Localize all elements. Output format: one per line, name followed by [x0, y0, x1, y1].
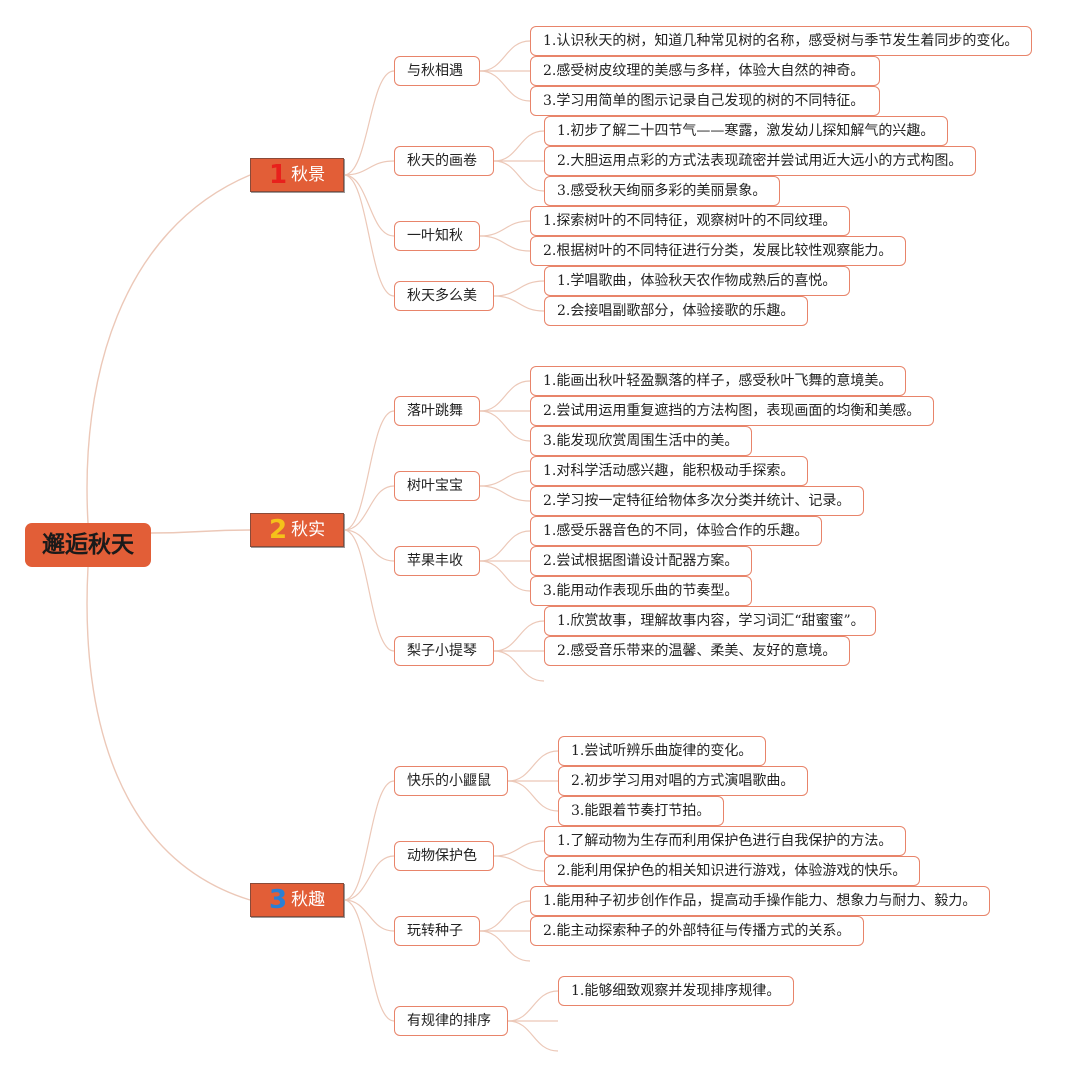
connector-line [343, 529, 395, 652]
subtopic-box[interactable]: 一叶知秋 [394, 221, 480, 251]
detail-item[interactable]: 1.能画出秋叶轻盈飘落的样子，感受秋叶飞舞的意境美。 [530, 366, 906, 396]
connector-line [507, 990, 559, 1022]
root-topic-邂逅秋天[interactable]: 邂逅秋天 [25, 523, 151, 567]
connector-line [493, 130, 545, 162]
connector-line [86, 174, 251, 524]
connector-line [493, 650, 545, 682]
topic-number: 2 [269, 515, 288, 545]
detail-item[interactable]: 2.大胆运用点彩的方式法表现疏密并尝试用近大远小的方式构图。 [544, 146, 976, 176]
detail-item[interactable]: 2.能利用保护色的相关知识进行游戏，体验游戏的快乐。 [544, 856, 920, 886]
detail-item[interactable]: 3.能用动作表现乐曲的节奏型。 [530, 576, 752, 606]
subtopic-box[interactable]: 秋天多么美 [394, 281, 494, 311]
detail-item[interactable]: 1.认识秋天的树，知道几种常见树的名称，感受树与季节发生着同步的变化。 [530, 26, 1032, 56]
connector-line [479, 220, 531, 237]
connector-line [493, 840, 545, 857]
connector-line [343, 174, 395, 297]
detail-item[interactable]: 1.尝试听辨乐曲旋律的变化。 [558, 736, 766, 766]
connector-line [343, 70, 395, 176]
connector-line [150, 529, 251, 534]
topic-number: 1 [269, 160, 288, 190]
detail-item[interactable]: 2.根据树叶的不同特征进行分类，发展比较性观察能力。 [530, 236, 906, 266]
detail-item[interactable]: 2.尝试用运用重复遮挡的方法构图，表现画面的均衡和美感。 [530, 396, 934, 426]
connector-line [507, 750, 559, 782]
connector-line [343, 485, 395, 531]
connector-line [479, 470, 531, 487]
subtopic-box[interactable]: 与秋相遇 [394, 56, 480, 86]
connector-line [343, 410, 395, 531]
connector-line [343, 529, 395, 562]
detail-item[interactable]: 1.感受乐器音色的不同，体验合作的乐趣。 [530, 516, 822, 546]
connector-line [493, 295, 545, 312]
detail-item[interactable]: 2.初步学习用对唱的方式演唱歌曲。 [558, 766, 808, 796]
connector-line [493, 160, 545, 192]
detail-item[interactable]: 1.了解动物为生存而利用保护色进行自我保护的方法。 [544, 826, 906, 856]
connector-line [493, 620, 545, 652]
detail-item[interactable]: 3.学习用简单的图示记录自己发现的树的不同特征。 [530, 86, 880, 116]
detail-item[interactable]: 2.学习按一定特征给物体多次分类并统计、记录。 [530, 486, 864, 516]
connector-line [86, 566, 251, 901]
connector-line [479, 40, 531, 72]
detail-item[interactable]: 2.感受树皮纹理的美感与多样，体验大自然的神奇。 [530, 56, 880, 86]
connector-line [493, 855, 545, 872]
subtopic-box[interactable]: 有规律的排序 [394, 1006, 508, 1036]
connector-line [479, 235, 531, 252]
detail-item[interactable]: 1.对科学活动感兴趣，能积极动手探索。 [530, 456, 808, 486]
detail-item[interactable]: 3.能跟着节奏打节拍。 [558, 796, 724, 826]
detail-item[interactable]: 1.能够细致观察并发现排序规律。 [558, 976, 794, 1006]
detail-item[interactable]: 1.学唱歌曲，体验秋天农作物成熟后的喜悦。 [544, 266, 850, 296]
connector-line [479, 900, 531, 932]
connector-line [493, 280, 545, 297]
subtopic-box[interactable]: 树叶宝宝 [394, 471, 480, 501]
detail-item[interactable]: 2.能主动探索种子的外部特征与传播方式的关系。 [530, 916, 864, 946]
detail-item[interactable]: 1.能用种子初步创作作品，提高动手操作能力、想象力与耐力、毅力。 [530, 886, 990, 916]
subtopic-box[interactable]: 秋天的画卷 [394, 146, 494, 176]
detail-item[interactable]: 2.尝试根据图谱设计配器方案。 [530, 546, 752, 576]
connector-line [479, 380, 531, 412]
connector-line [343, 899, 395, 932]
subtopic-box[interactable]: 玩转种子 [394, 916, 480, 946]
detail-item[interactable]: 1.初步了解二十四节气——寒露，激发幼儿探知解气的兴趣。 [544, 116, 948, 146]
topic-label: 秋景 [291, 165, 326, 185]
connector-line [479, 930, 531, 962]
connector-line [479, 70, 531, 102]
topic-label: 秋趣 [291, 890, 326, 910]
connector-line [507, 780, 559, 812]
subtopic-box[interactable]: 梨子小提琴 [394, 636, 494, 666]
topic-label: 秋实 [291, 520, 326, 540]
connector-line [343, 160, 395, 176]
topic-number: 3 [269, 885, 288, 915]
connector-line [343, 780, 395, 901]
connector-line [479, 560, 531, 592]
detail-item[interactable]: 3.感受秋天绚丽多彩的美丽景象。 [544, 176, 780, 206]
subtopic-box[interactable]: 快乐的小鼴鼠 [394, 766, 508, 796]
detail-item[interactable]: 1.欣赏故事，理解故事内容，学习词汇“甜蜜蜜”。 [544, 606, 876, 636]
connector-line [343, 174, 395, 237]
detail-item[interactable]: 1.探索树叶的不同特征，观察树叶的不同纹理。 [530, 206, 850, 236]
subtopic-box[interactable]: 苹果丰收 [394, 546, 480, 576]
subtopic-box[interactable]: 落叶跳舞 [394, 396, 480, 426]
subtopic-box[interactable]: 动物保护色 [394, 841, 494, 871]
detail-item[interactable]: 3.能发现欣赏周围生活中的美。 [530, 426, 752, 456]
connector-line [343, 855, 395, 901]
connector-line [343, 899, 395, 1022]
connector-line [479, 530, 531, 562]
detail-item[interactable]: 2.感受音乐带来的温馨、柔美、友好的意境。 [544, 636, 850, 666]
connector-line [479, 410, 531, 442]
connector-line [507, 1020, 559, 1052]
connector-line [479, 485, 531, 502]
detail-item[interactable]: 2.会接唱副歌部分，体验接歌的乐趣。 [544, 296, 808, 326]
